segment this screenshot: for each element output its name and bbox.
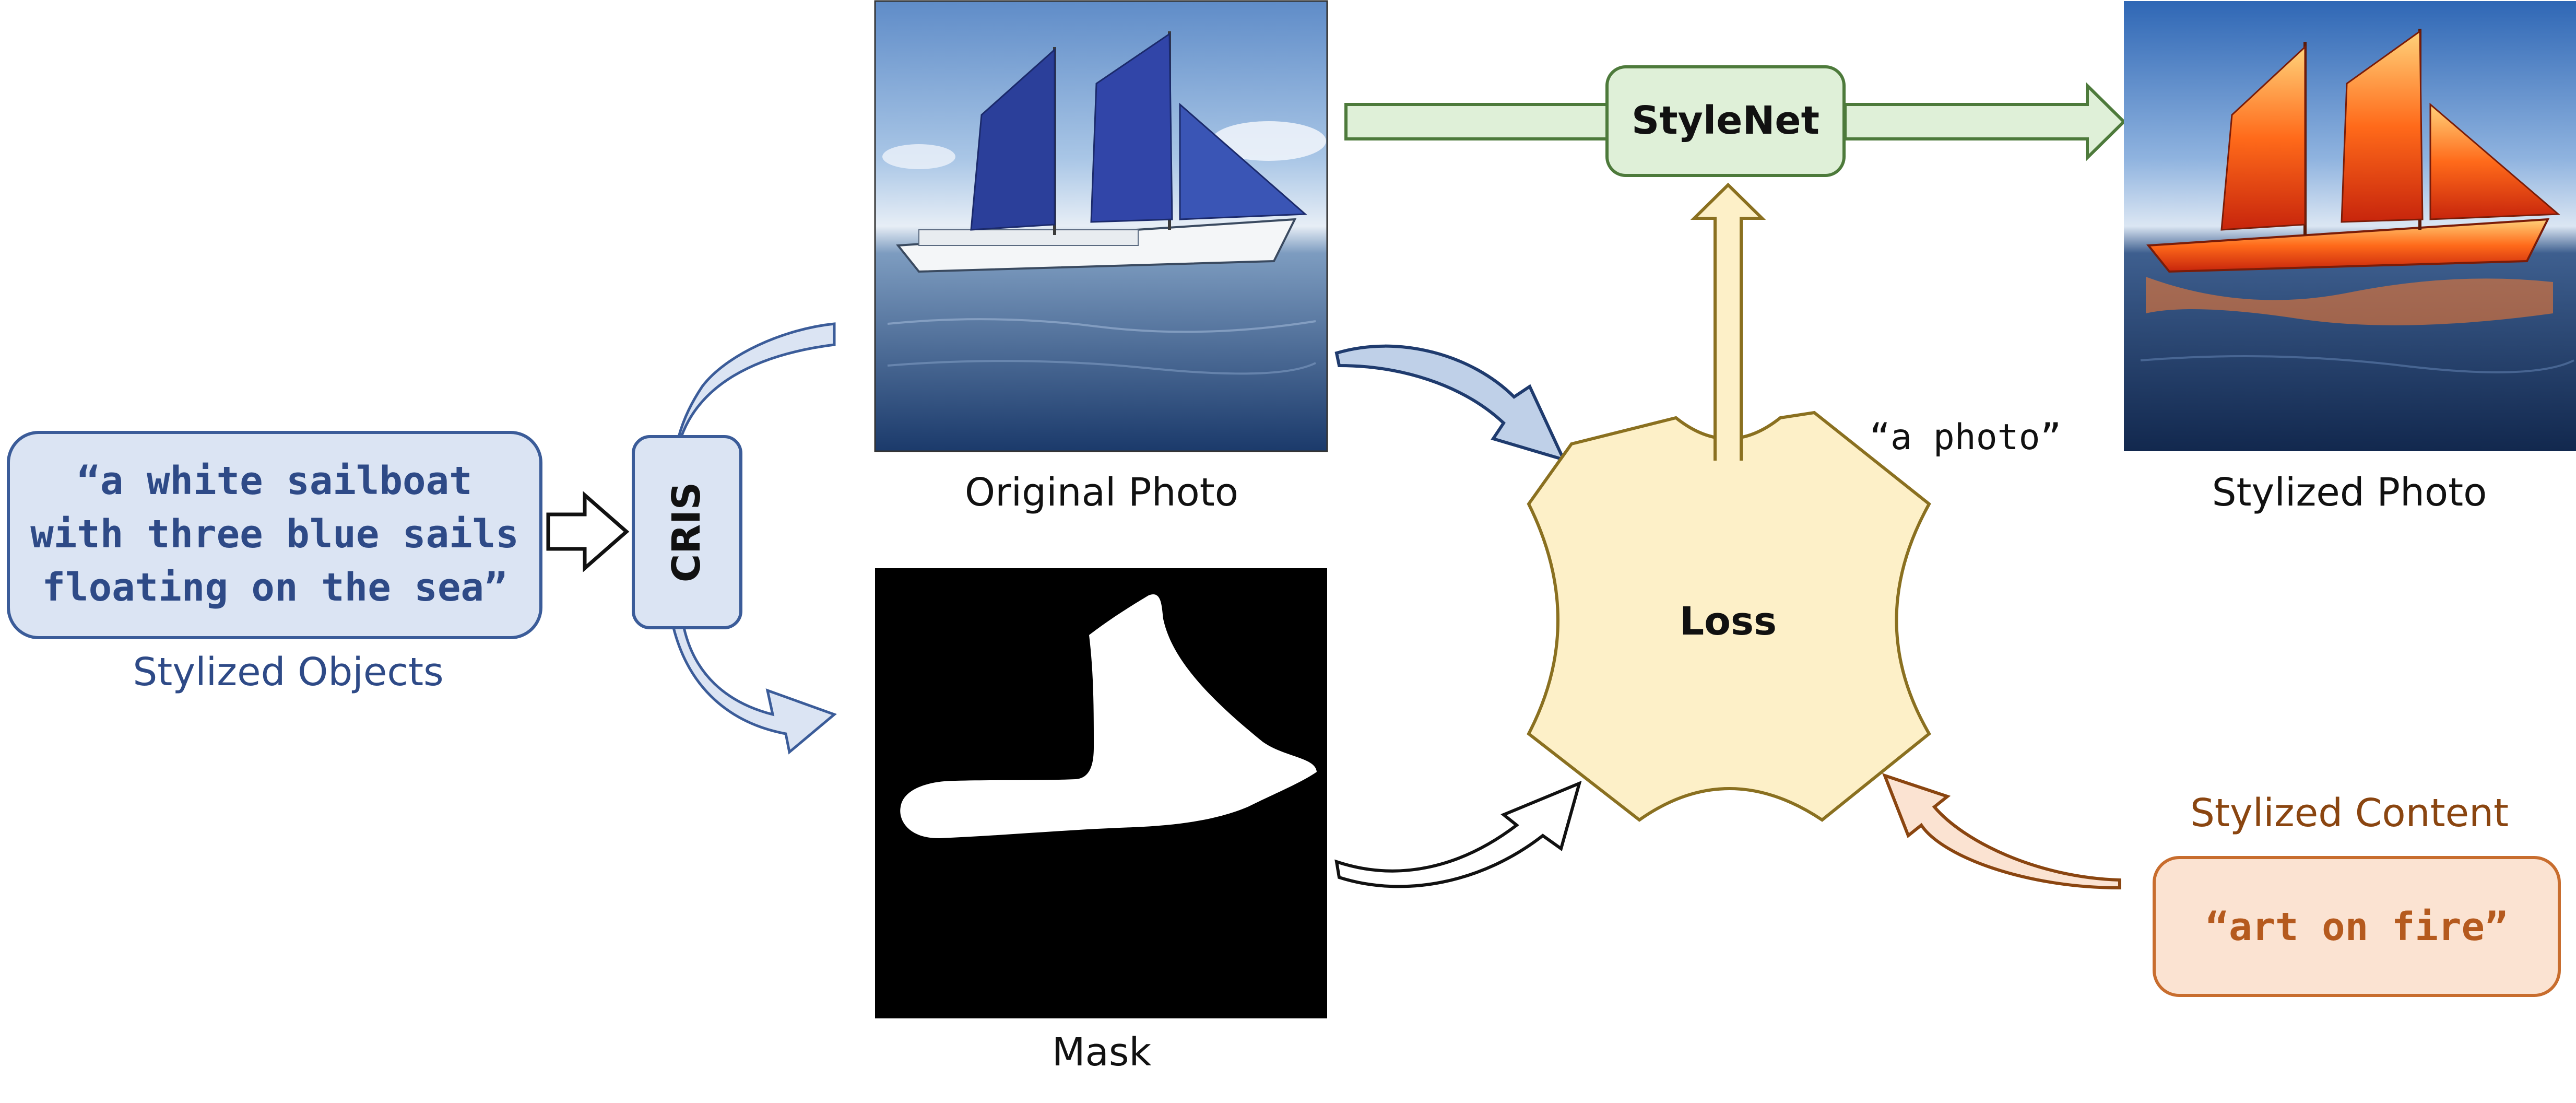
prompt-to-cris-arrow: [546, 491, 630, 572]
cris-frame: [632, 435, 742, 629]
ship-sail-2: [1090, 32, 1173, 223]
object-prompt-line-3: floating on the sea”: [42, 565, 507, 610]
object-prompt-line-1: “a white sailboat: [77, 459, 472, 503]
stylized-sail-1: [2220, 45, 2306, 231]
mask-image: [875, 568, 1327, 1018]
stylized-sail-3: [2429, 102, 2560, 220]
stylized-hull: [2146, 218, 2550, 273]
original-photo: [874, 0, 1328, 452]
stylenet-frame: [1605, 65, 1846, 177]
a-photo-text: “a photo”: [1869, 417, 2061, 458]
object-prompt-box: “a white sailboat with three blue sails …: [7, 431, 542, 639]
style-prompt-text: “art on fire”: [2205, 905, 2508, 949]
object-prompt-frame: [7, 431, 542, 639]
loss-shape: [1527, 410, 1931, 822]
cris-to-mask-arrow: [671, 626, 837, 755]
ship-sail-1: [970, 48, 1056, 231]
stylized-photo-caption: Stylized Photo: [2212, 470, 2487, 515]
cris-label: CRIS: [664, 482, 709, 582]
style-prompt-box: “art on fire”: [2153, 856, 2561, 997]
loss-to-stylenet-arrow: [1690, 182, 1766, 461]
ship-sail-3: [1179, 102, 1307, 220]
stylized-content-caption: Stylized Content: [2190, 791, 2509, 836]
mask-shape: [900, 594, 1317, 839]
stylized-objects-caption: Stylized Objects: [133, 650, 443, 695]
stylized-photo: [2124, 1, 2576, 451]
loss-label: Loss: [1680, 599, 1777, 644]
style-prompt-frame: [2153, 856, 2561, 997]
stylenet-block: StyleNet: [1605, 65, 1846, 177]
loss-block: Loss: [1527, 410, 1931, 822]
cris-block: CRIS: [632, 435, 742, 629]
stylized-sail-2: [2341, 30, 2424, 223]
photo-to-loss-arrow: [1334, 344, 1567, 462]
object-prompt-line-2: with three blue sails: [30, 512, 519, 557]
stylenet-label: StyleNet: [1632, 98, 1819, 143]
mask-caption: Mask: [1052, 1030, 1152, 1075]
cris-to-photo-arrow: [677, 322, 836, 438]
mask-to-loss-arrow: [1334, 780, 1582, 888]
original-photo-caption: Original Photo: [965, 470, 1238, 515]
style-to-loss-arrow: [1882, 773, 2121, 890]
